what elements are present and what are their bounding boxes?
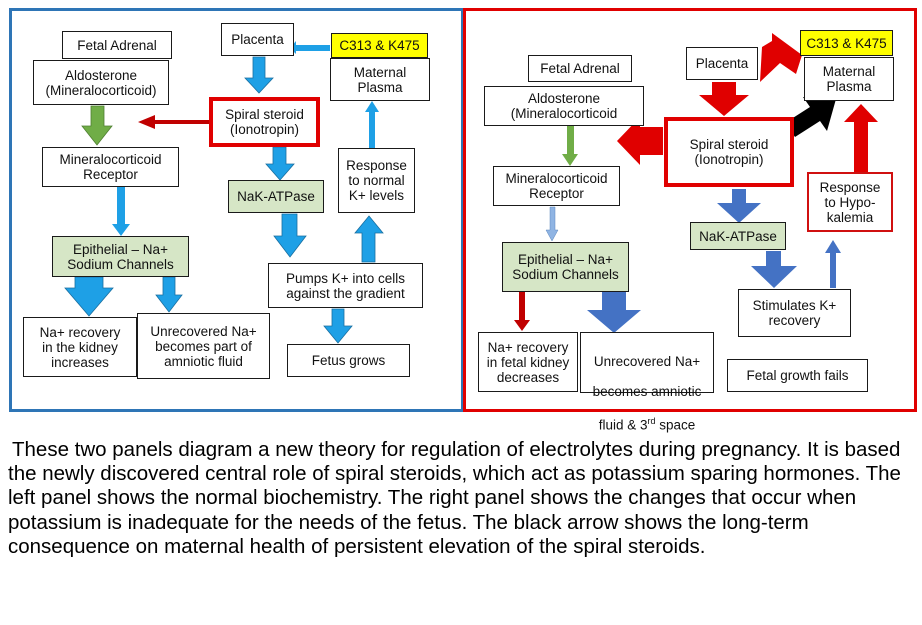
- left-placenta-box: Placenta: [221, 23, 294, 56]
- right-fetal-adrenal-box: Fetal Adrenal: [528, 55, 632, 82]
- left-maternal-plasma-box: Maternal Plasma: [330, 58, 430, 101]
- left-spiral-steroid-box: Spiral steroid (Ionotropin): [209, 97, 320, 147]
- left-panel: [9, 8, 464, 412]
- arrow-receptor-to-epithelial-left: [112, 187, 130, 236]
- right-fetal-growth-fails-box: Fetal growth fails: [727, 359, 868, 392]
- arrow-epithelial-to-recovery-right: [514, 292, 530, 331]
- arrow-nak-to-stimulates-right: [751, 251, 797, 288]
- right-response-box: Response to Hypo- kalemia: [807, 172, 893, 232]
- left-aldosterone-box: Aldosterone (Mineralocorticoid): [33, 60, 169, 105]
- arrow-response-to-plasma-left: [365, 101, 379, 148]
- right-nak-atpase-box: NaK-ATPase: [690, 222, 786, 250]
- left-pumps-box: Pumps K+ into cells against the gradient: [268, 263, 423, 308]
- arrow-aldosterone-to-receptor-right: [562, 126, 578, 166]
- arrow-pumps-to-fetus-left: [323, 308, 353, 344]
- left-fetal-adrenal-box: Fetal Adrenal: [62, 31, 172, 59]
- arrow-epithelial-to-unrecovered-right: [587, 292, 641, 333]
- right-spiral-steroid-box: Spiral steroid (Ionotropin): [664, 117, 794, 187]
- left-na-recovery-box: Na+ recovery in the kidney increases: [23, 317, 137, 377]
- left-fetus-grows-box: Fetus grows: [287, 344, 410, 377]
- arrow-placenta-to-spiral-left: [244, 56, 274, 94]
- right-stimulates-box: Stimulates K+ recovery: [738, 289, 851, 337]
- arrow-epithelial-to-recovery-left: [64, 276, 114, 317]
- right-mutation-label: C313 & K475: [800, 30, 893, 56]
- right-unrecovered-line3-pre: fluid & 3: [598, 417, 648, 433]
- right-unrecovered-line2: becomes amniotic: [592, 384, 702, 399]
- left-epithelial-box: Epithelial – Na+ Sodium Channels: [52, 236, 189, 277]
- arrow-placenta-to-spiral-right: [699, 82, 749, 116]
- left-nak-atpase-box: NaK-ATPase: [228, 180, 324, 213]
- arrow-epithelial-to-unrecovered-left: [155, 276, 183, 313]
- arrow-nak-to-pumps-left: [273, 213, 307, 258]
- left-response-box: Response to normal K+ levels: [338, 148, 415, 213]
- left-unrecovered-box: Unrecovered Na+ becomes part of amniotic…: [137, 313, 270, 379]
- right-unrecovered-line3: fluid & 3rd space: [584, 414, 710, 433]
- right-unrecovered-sup: rd: [647, 416, 656, 426]
- right-mineralocorticoid-receptor-box: Mineralocorticoid Receptor: [493, 166, 620, 206]
- caption-text: These two panels diagram a new theory fo…: [8, 438, 901, 558]
- arrow-receptor-to-epithelial-right: [545, 206, 559, 242]
- right-placenta-box: Placenta: [686, 47, 758, 80]
- right-na-recovery-box: Na+ recovery in fetal kidney decreases: [478, 332, 578, 392]
- right-epithelial-box: Epithelial – Na+ Sodium Channels: [502, 242, 629, 292]
- arrow-spiral-to-nak-left: [265, 146, 295, 181]
- right-unrecovered-line1: Unrecovered Na+: [593, 354, 701, 369]
- right-unrecovered-line3-post: space: [655, 417, 696, 433]
- arrow-spiral-to-aldosterone-left: [138, 115, 209, 129]
- arrow-spiral-to-nak-right: [717, 189, 761, 223]
- left-mineralocorticoid-receptor-box: Mineralocorticoid Receptor: [42, 147, 179, 187]
- arrow-pumps-to-response-left: [354, 215, 384, 263]
- right-maternal-plasma-box: Maternal Plasma: [804, 57, 894, 101]
- arrow-response-to-plasma-right: [844, 104, 878, 173]
- arrow-mutation-to-placenta-left: [290, 41, 330, 54]
- right-unrecovered-box: Unrecovered Na+ becomes amniotic fluid &…: [580, 332, 714, 433]
- right-panel: [463, 8, 917, 412]
- right-aldosterone-box: Aldosterone (Mineralocorticoid: [484, 86, 644, 126]
- left-mutation-label: C313 & K475: [331, 33, 428, 58]
- arrow-spiral-to-aldosterone-right: [617, 117, 663, 165]
- arrow-aldosterone-to-receptor-left: [81, 105, 113, 146]
- arrow-mutation-to-placenta-right: [760, 33, 802, 82]
- arrow-spiral-to-plasma-black: [785, 97, 836, 137]
- arrow-stimulates-to-response-right: [825, 240, 841, 288]
